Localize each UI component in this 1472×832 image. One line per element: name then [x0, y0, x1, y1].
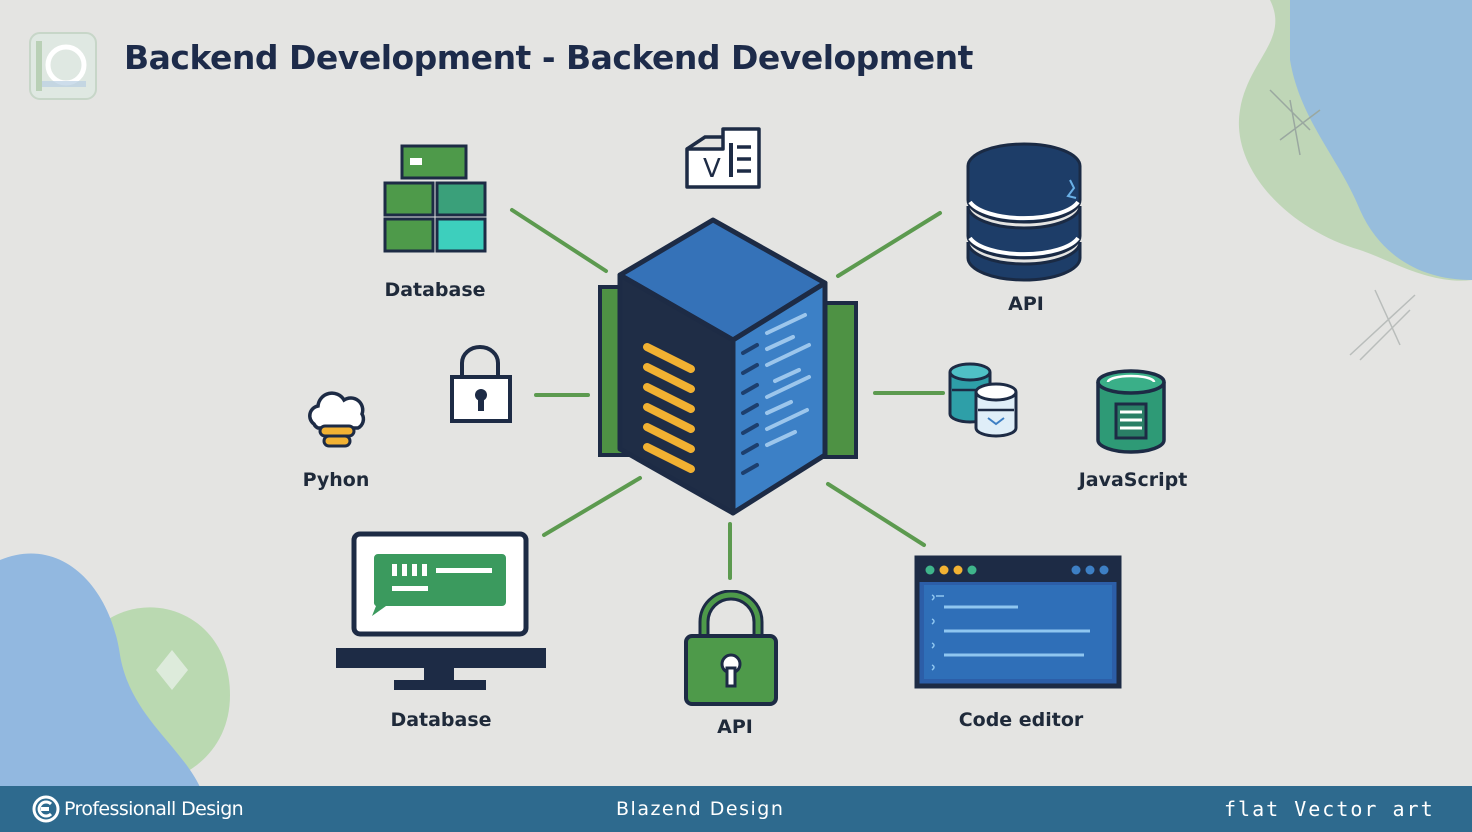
database-cylinder-icon — [966, 142, 1082, 282]
node-label-database-top: Database — [384, 279, 486, 301]
connector-database-top — [510, 208, 608, 273]
code-editor-window-icon — [914, 555, 1122, 689]
storage-cylinders-icon — [948, 362, 1018, 438]
node-label-api-top: API — [1008, 293, 1044, 315]
small-padlock-icon — [450, 345, 512, 423]
cloud-icon — [308, 391, 366, 448]
footer-bar: Professionall Design Blazend Design flat… — [0, 786, 1472, 832]
connector-api-top — [836, 211, 942, 278]
server-icon — [598, 217, 858, 516]
connector-code-editor — [826, 482, 926, 547]
page-title: Backend Development - Backend Developmen… — [124, 38, 973, 77]
footer-right-text: flat Vector art — [1224, 797, 1435, 821]
node-label-javascript: JavaScript — [1078, 469, 1188, 491]
padlock-icon — [684, 590, 778, 706]
app-logo-icon — [29, 32, 97, 100]
top-right-blob — [1238, 0, 1472, 281]
node-label-python: Pyhon — [302, 469, 370, 491]
connector-database-bottom — [542, 476, 642, 537]
storage-drum-icon — [1096, 369, 1166, 454]
bottom-left-blob — [0, 553, 230, 787]
database-table-icon — [383, 144, 487, 253]
document-v-icon: V — [685, 127, 761, 189]
footer-left-text: Professionall Design — [64, 798, 244, 820]
doc-v-letter: V — [703, 154, 721, 184]
connector-lines — [510, 208, 945, 580]
footer-center-text: Blazend Design — [616, 798, 785, 820]
node-label-code-editor: Code editor — [958, 709, 1084, 731]
node-label-api-bottom: API — [717, 716, 753, 738]
footer-logo-icon — [32, 795, 60, 823]
node-label-database-bottom: Database — [390, 709, 492, 731]
crosshatch-decoration — [1349, 289, 1416, 361]
monitor-chat-icon — [336, 531, 546, 690]
